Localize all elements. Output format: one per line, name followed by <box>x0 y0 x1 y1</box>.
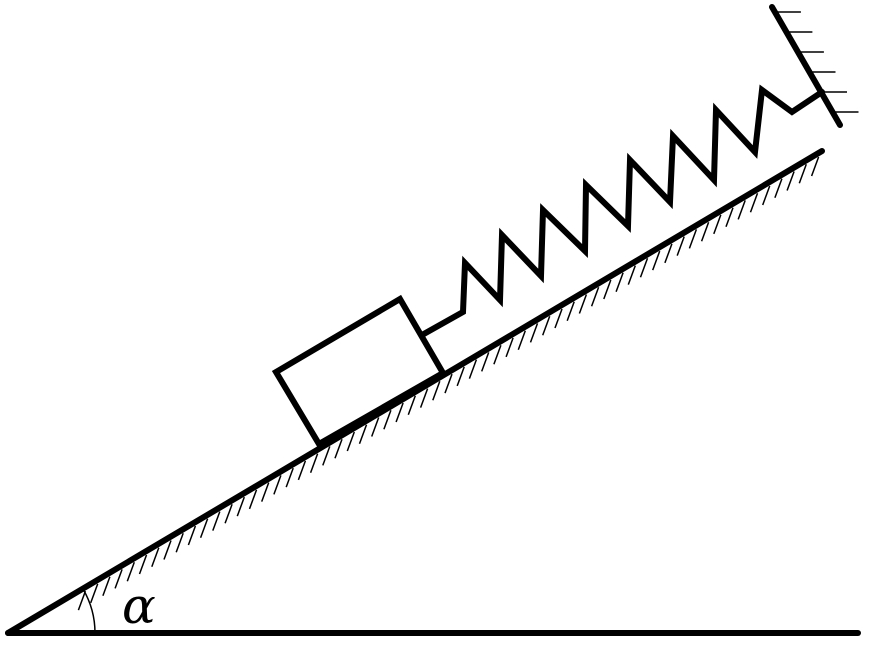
incline-hatch-mark <box>603 279 612 300</box>
fixed-wall <box>769 4 843 128</box>
incline-hatch-mark <box>89 583 99 604</box>
incline-hatch-mark <box>749 192 759 213</box>
incline-hatch-mark <box>126 561 136 582</box>
incline-hatch-mark <box>798 164 808 184</box>
incline-hatch-mark <box>615 272 624 293</box>
incline-hatch-mark <box>334 438 343 459</box>
incline-hatch-mark <box>199 518 209 539</box>
incline-hatch-mark <box>786 171 795 191</box>
incline-hatch-mark <box>444 373 453 394</box>
incline-hatch-mark <box>309 453 319 473</box>
incline-hatch-mark <box>395 402 404 423</box>
incline-hatch-mark <box>114 569 123 589</box>
incline-hatch-mark <box>236 496 246 517</box>
incline-hatch-mark <box>383 410 392 430</box>
incline-hatch-mark <box>554 308 563 329</box>
incline-hatch-mark <box>713 214 722 235</box>
incline-hatch-mark <box>297 460 307 481</box>
incline-hatch-mark <box>578 294 588 314</box>
angle-arc <box>82 588 96 634</box>
incline-hatch-mark <box>273 475 282 495</box>
incline-hatch-mark <box>676 236 685 256</box>
incline-hatch-mark <box>627 265 637 285</box>
incline-hatch-mark <box>529 323 539 343</box>
incline-hatch-mark <box>664 243 673 264</box>
incline-hatch-mark <box>175 533 184 553</box>
incline-hatch-mark <box>432 381 441 401</box>
incline-hatch-mark <box>358 424 368 444</box>
incline-hatch-mark <box>248 489 258 510</box>
incline-hatch-mark <box>505 337 514 358</box>
incline-hatch-mark <box>212 511 221 531</box>
incline-hatch-mark <box>651 250 661 271</box>
incline-hatch-mark <box>151 547 160 567</box>
incline-hatch-mark <box>541 315 551 336</box>
incline-hatch-mark <box>639 258 649 278</box>
wall-hatching <box>776 11 859 113</box>
incline-hatch-mark <box>322 446 331 466</box>
incline-hatch-mark <box>407 395 417 416</box>
incline-hatch-mark <box>700 221 710 242</box>
incline-hatch-mark <box>517 330 527 350</box>
incline-hatch-mark <box>774 178 783 198</box>
incline-hatch-mark <box>346 431 356 452</box>
incline-hatch-mark <box>102 576 111 596</box>
incline-hatch-mark <box>688 229 698 249</box>
incline-hatch-mark <box>419 388 429 408</box>
incline-hatch-mark <box>566 301 575 321</box>
incline-hatch-mark <box>480 352 490 372</box>
incline-hatch-mark <box>468 359 478 379</box>
incline-hatch-mark <box>456 366 465 387</box>
incline-hatch-mark <box>163 540 172 560</box>
incline-hatch-mark <box>260 482 270 502</box>
block <box>271 294 448 449</box>
incline-hatch-mark <box>737 200 746 220</box>
incline-hatch-mark <box>725 207 734 227</box>
incline-hatch-mark <box>285 467 294 488</box>
incline-hatch-mark <box>590 287 600 307</box>
incline-hatch-mark <box>224 504 233 524</box>
incline-hatch-mark <box>810 156 820 177</box>
incline-hatching <box>77 156 820 611</box>
spring <box>419 84 825 338</box>
incline-hatch-mark <box>493 344 502 365</box>
incline-hatch-mark <box>138 554 148 575</box>
incline-hatch-mark <box>761 185 771 206</box>
angle-label: α <box>122 577 156 635</box>
incline-hatch-mark <box>187 525 197 546</box>
incline-hatch-mark <box>370 417 380 437</box>
incline-hatch-mark <box>77 590 87 611</box>
